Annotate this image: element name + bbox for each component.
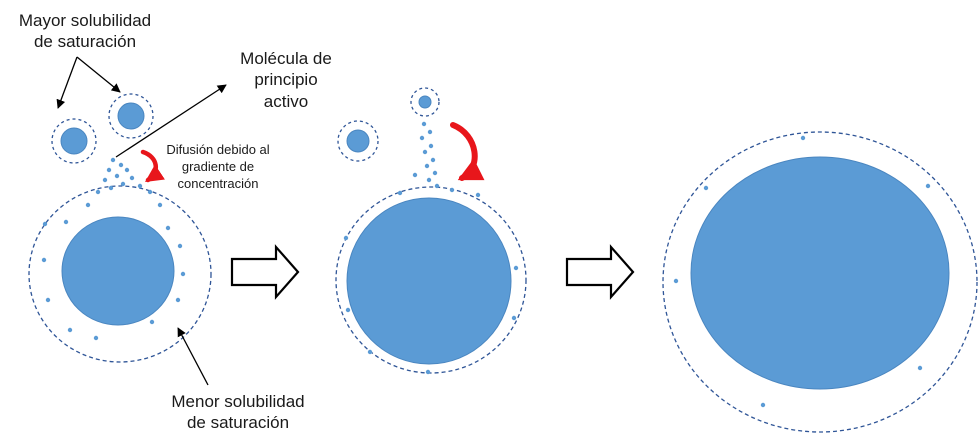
label-menor-solubilidad: Menor solubilidad de saturación [158, 391, 318, 434]
stage-3 [662, 131, 978, 433]
pointer-molecula [115, 84, 227, 158]
stage1-large-particle [61, 216, 175, 326]
stage-2 [335, 87, 527, 375]
pointer-menor [177, 327, 209, 386]
pointer-lines [56, 56, 227, 386]
label-molecula-line3: activo [263, 91, 309, 111]
label-difusion-line1: Difusión debido al [166, 142, 270, 157]
stage2-small-particle-left [346, 129, 370, 153]
pointer-mayor-to-right [76, 56, 121, 93]
stage3-large-particle [690, 156, 950, 390]
label-mayor-line1: Mayor solubilidad [18, 11, 152, 30]
label-difusion-line2: gradiente de [181, 158, 255, 174]
stage1-small-particle-left [60, 127, 88, 155]
label-mayor-solubilidad: Mayor solubilidad de saturación [6, 10, 164, 53]
stage3-large-particle-halo [662, 131, 978, 433]
curved-red-arrow-icon [140, 149, 165, 183]
stage2-large-particle [346, 197, 512, 365]
stage2-large-particle-halo [335, 186, 527, 374]
stage1-small-particle-halo-left [51, 118, 97, 164]
label-difusion-line3: concentración [177, 175, 259, 191]
label-menor-line1: Menor solubilidad [171, 392, 305, 411]
stage2-solute-molecules [343, 121, 519, 375]
stage1-small-particle-right [117, 102, 145, 130]
label-mayor-line2: de saturación [33, 32, 137, 52]
label-molecula: Molécula de principio activo [221, 48, 351, 112]
stage1-small-particle-halo-right [108, 93, 154, 139]
stage-1 [28, 93, 212, 363]
label-difusion: Difusión debido al gradiente de concentr… [153, 142, 283, 193]
label-molecula-line2: principio [254, 70, 318, 90]
label-menor-line2: de saturación [186, 413, 290, 433]
stage2-small-particle-halo-left [337, 120, 379, 162]
label-molecula-line1: Molécula de [240, 49, 332, 68]
stage2-tiny-particle-halo [410, 87, 440, 117]
pointer-mayor-to-left [56, 56, 78, 109]
stage1-large-particle-halo [28, 185, 212, 363]
stage-arrow-2 [565, 244, 635, 300]
curved-red-arrow-icon [450, 122, 485, 181]
stage1-solute-molecules [41, 157, 186, 341]
stage2-tiny-particle [418, 95, 432, 109]
stage3-solute-molecules [673, 135, 931, 408]
stage-arrow-1 [230, 244, 300, 300]
